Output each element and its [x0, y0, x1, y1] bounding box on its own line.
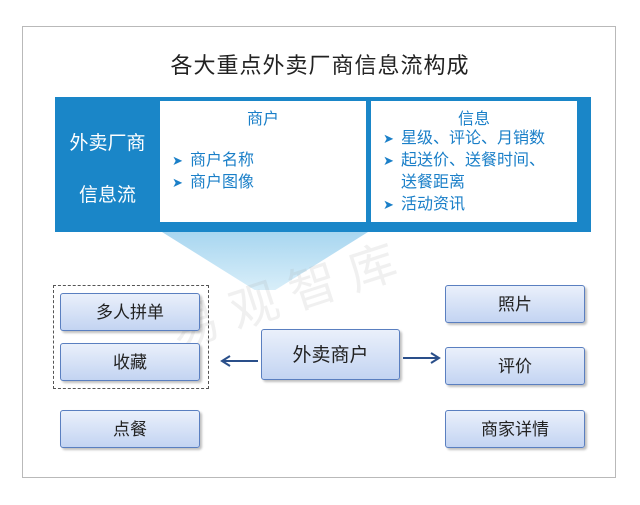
box-merchant-details: 商家详情 — [445, 410, 585, 448]
left-arrow — [220, 355, 258, 367]
info-panel-title: 信息 — [457, 109, 490, 128]
dashed-group — [53, 285, 209, 389]
box-reviews: 评价 — [445, 347, 585, 385]
info-item: ➤起送价、送餐时间、 — [383, 149, 545, 173]
chevron-right-icon: ➤ — [383, 154, 394, 169]
box-photos: 照片 — [445, 285, 585, 323]
merchant-panel-title: 商户 — [246, 109, 279, 128]
chevron-right-icon: ➤ — [383, 198, 394, 213]
merchant-item: ➤商户名称 — [172, 149, 254, 173]
info-item: ➤活动资讯 — [383, 193, 465, 217]
chevron-right-icon: ➤ — [172, 176, 183, 191]
info-item: ➤星级、评论、月销数 — [383, 127, 545, 151]
right-arrow — [403, 352, 441, 364]
box-merchant-center: 外卖商户 — [261, 329, 400, 380]
merchant-panel: 商户 ➤商户名称 ➤商户图像 — [160, 101, 366, 222]
band-label-line2: 信息流 — [78, 184, 136, 206]
info-item-continued: 送餐距离 — [401, 172, 466, 191]
merchant-item: ➤商户图像 — [172, 171, 254, 195]
band-label-line1: 外卖厂商 — [69, 132, 146, 154]
info-panel: 信息 ➤星级、评论、月销数 ➤起送价、送餐时间、 送餐距离 ➤活动资讯 — [371, 101, 577, 222]
box-multi-order: 多人拼单 — [60, 293, 200, 331]
diagram-title: 各大重点外卖厂商信息流构成 — [170, 54, 470, 79]
box-favorite: 收藏 — [60, 343, 200, 381]
box-order-food: 点餐 — [60, 410, 200, 448]
chevron-right-icon: ➤ — [383, 132, 394, 147]
chevron-right-icon: ➤ — [172, 154, 183, 169]
